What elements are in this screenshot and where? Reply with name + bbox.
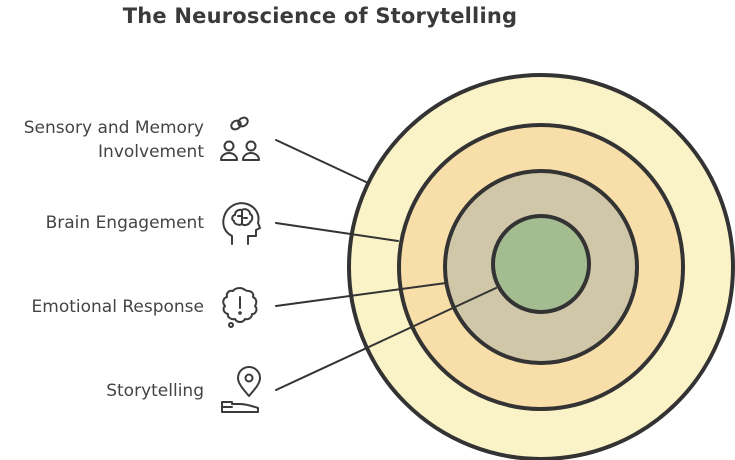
brain-head-icon bbox=[218, 198, 262, 245]
label-storytelling: Storytelling bbox=[106, 381, 204, 401]
location-pin-icon bbox=[218, 366, 262, 413]
ring-outlines bbox=[347, 73, 735, 460]
label-brain-engagement: Brain Engagement bbox=[45, 213, 204, 233]
people-link-icon bbox=[218, 116, 262, 161]
label-sensory-memory: Sensory and Memory Involvement bbox=[23, 118, 204, 162]
connector-emotional-response bbox=[275, 282, 447, 307]
diagram-title: The Neuroscience of Storytelling bbox=[122, 4, 518, 28]
connector-sensory-memory bbox=[275, 139, 367, 183]
exclamation-bubble-icon bbox=[218, 284, 262, 328]
core-storytelling bbox=[493, 216, 589, 312]
connector-brain-engagement bbox=[275, 222, 399, 242]
label-emotional-response: Emotional Response bbox=[31, 297, 204, 317]
connector-storytelling bbox=[275, 287, 497, 391]
